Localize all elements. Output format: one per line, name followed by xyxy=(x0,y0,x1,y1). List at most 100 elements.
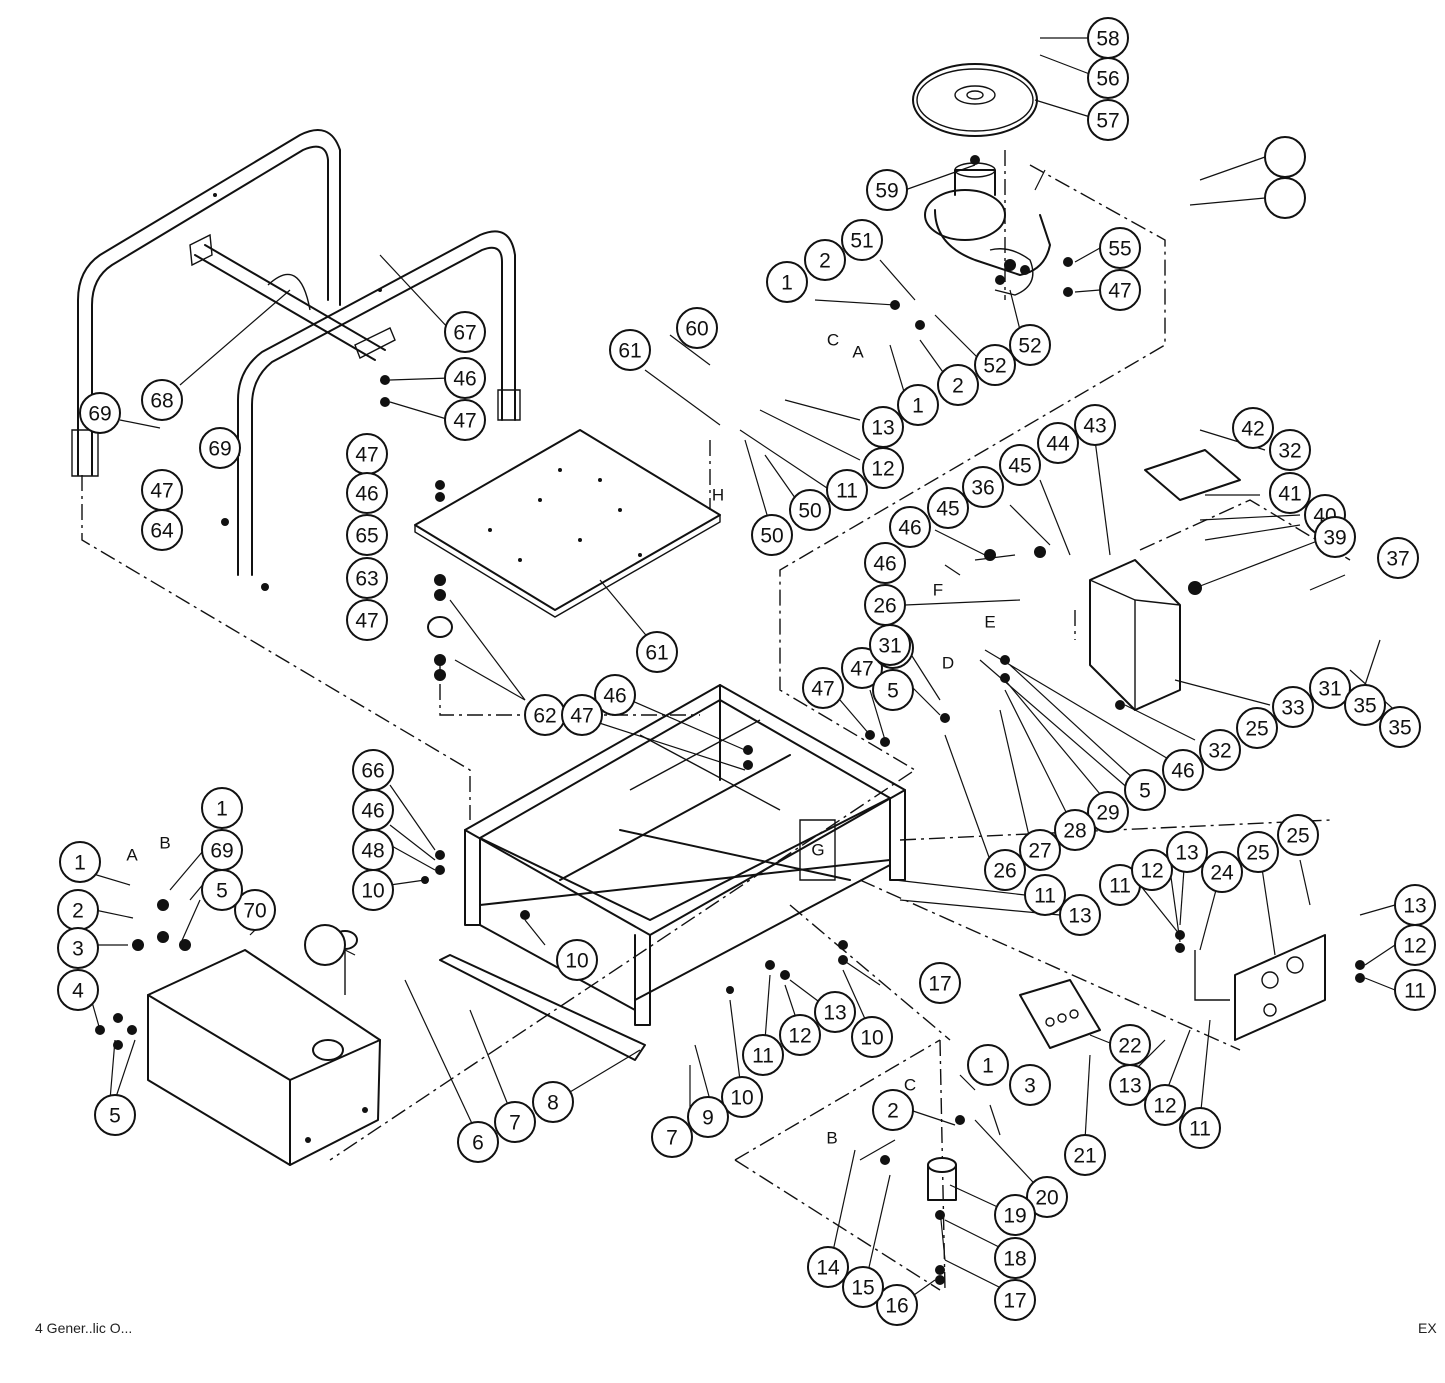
callout-number: 46 xyxy=(1171,760,1194,783)
callout-bubble: 50 xyxy=(751,514,793,556)
callout-number: 8 xyxy=(547,1092,559,1115)
callout-number: 48 xyxy=(361,840,384,863)
roll-cage xyxy=(71,129,521,576)
callout-bubble: 44 xyxy=(1037,422,1079,464)
callout-bubble: 6 xyxy=(457,1121,499,1163)
callout-bubble: 47 xyxy=(444,399,486,441)
callout-bubble: 14 xyxy=(807,1246,849,1288)
callout-bubble: 28 xyxy=(1054,809,1096,851)
callout-number: 4 xyxy=(72,980,84,1003)
callout-number: 11 xyxy=(836,480,858,503)
callout-number: 67 xyxy=(453,322,476,345)
callout-bubble: 13 xyxy=(862,406,904,448)
rail xyxy=(439,954,646,1061)
callout-number: 46 xyxy=(453,368,476,391)
callout-bubble: 35 xyxy=(1344,684,1386,726)
callout-number: 46 xyxy=(603,685,626,708)
callout-number: 47 xyxy=(355,610,378,633)
callout-bubble: 59 xyxy=(866,169,908,211)
callout-bubble: 35 xyxy=(1379,706,1421,748)
callout-number: 17 xyxy=(928,973,951,996)
callout-number: 45 xyxy=(936,498,959,521)
callout-bubble: 55 xyxy=(1099,227,1141,269)
callout-bubble: 46 xyxy=(346,472,388,514)
callout-number: 2 xyxy=(72,900,84,923)
callout-number: 60 xyxy=(685,318,708,341)
callout-bubble: 50 xyxy=(789,489,831,531)
callout-bubble: 20 xyxy=(1026,1176,1068,1218)
callout-number: 5 xyxy=(109,1105,121,1128)
callout-bubble: 64 xyxy=(141,509,183,551)
callout-bubble: 66 xyxy=(352,749,394,791)
callout-bubble: 25 xyxy=(1236,707,1278,749)
callout-number: 31 xyxy=(878,635,901,658)
callout-number: 26 xyxy=(873,595,896,618)
callout-bubble: 10 xyxy=(556,939,598,981)
callout-bubble xyxy=(1264,177,1306,219)
callout-bubble xyxy=(1264,136,1306,178)
callout-number: 55 xyxy=(1108,238,1131,261)
callout-number: 47 xyxy=(355,444,378,467)
callout-bubble: 2 xyxy=(804,239,846,281)
callout-number: 62 xyxy=(533,705,556,728)
callout-bubble: 47 xyxy=(141,469,183,511)
callout-number: 45 xyxy=(1008,455,1031,478)
callout-number: 13 xyxy=(871,417,894,440)
callout-number: 44 xyxy=(1046,433,1070,456)
callout-number: 13 xyxy=(823,1002,846,1025)
callout-number: 2 xyxy=(952,375,964,398)
callout-number: 20 xyxy=(1035,1187,1058,1210)
callout-number: 12 xyxy=(788,1025,811,1048)
callout-number: 10 xyxy=(361,880,384,903)
top-plate xyxy=(414,429,721,618)
callout-number: 1 xyxy=(912,395,924,418)
footer-left: 4 Gener..lic O... xyxy=(35,1320,133,1336)
callout-bubble: 13 xyxy=(1166,831,1208,873)
callout-bubble: 67 xyxy=(444,311,486,353)
callout-bubble: 11 xyxy=(1099,864,1141,906)
valve-bracket xyxy=(1019,979,1101,1049)
callout-bubble: 15 xyxy=(842,1266,884,1308)
callout-number: 26 xyxy=(993,860,1016,883)
callout-number: 63 xyxy=(355,568,378,591)
callout-number: 1 xyxy=(216,798,228,821)
callout-number: 50 xyxy=(760,525,783,548)
callout-bubble: 21 xyxy=(1064,1134,1106,1176)
callout-bubble: 56 xyxy=(1087,57,1129,99)
callout-number: 16 xyxy=(885,1295,908,1318)
callout-bubble: 70 xyxy=(234,889,276,931)
callout-bubble: 32 xyxy=(1269,429,1311,471)
callout-bubble: 60 xyxy=(676,307,718,349)
callout-bubble: 41 xyxy=(1269,472,1311,514)
callout-number: 9 xyxy=(702,1107,714,1130)
callout-number: 19 xyxy=(1003,1205,1026,1228)
callout-number: 25 xyxy=(1245,718,1268,741)
callout-bubble: 1 xyxy=(897,384,939,426)
callout-bubble: 39 xyxy=(1314,516,1356,558)
callout-number: 36 xyxy=(971,477,994,500)
callout-bubble: 18 xyxy=(994,1237,1036,1279)
callout-number: 69 xyxy=(88,403,111,426)
callout-number: 11 xyxy=(1034,885,1056,908)
callout-number: 5 xyxy=(1139,780,1151,803)
callout-bubble: 2 xyxy=(937,364,979,406)
callout-bubble: 11 xyxy=(742,1034,784,1076)
callout-bubble: 24 xyxy=(1201,851,1243,893)
callout-bubble: 3 xyxy=(1009,1064,1051,1106)
callout-number: 2 xyxy=(819,250,831,273)
callout-bubble: 10 xyxy=(721,1076,763,1118)
callout-number: 13 xyxy=(1403,895,1426,918)
callout-bubble: 47 xyxy=(802,667,844,709)
callout-number: 52 xyxy=(1018,335,1041,358)
callout-number: 64 xyxy=(150,520,174,543)
callout-number: 58 xyxy=(1096,28,1119,51)
callout-bubble: 22 xyxy=(1109,1024,1151,1066)
callout-bubble: 5 xyxy=(872,669,914,711)
callout-bubble: 1 xyxy=(766,261,808,303)
callout-bubble: 36 xyxy=(962,466,1004,508)
callout-number: 5 xyxy=(216,880,228,903)
callout-number: 11 xyxy=(1404,980,1426,1003)
callout-number: 57 xyxy=(1096,110,1119,133)
callout-number: 27 xyxy=(1028,840,1051,863)
